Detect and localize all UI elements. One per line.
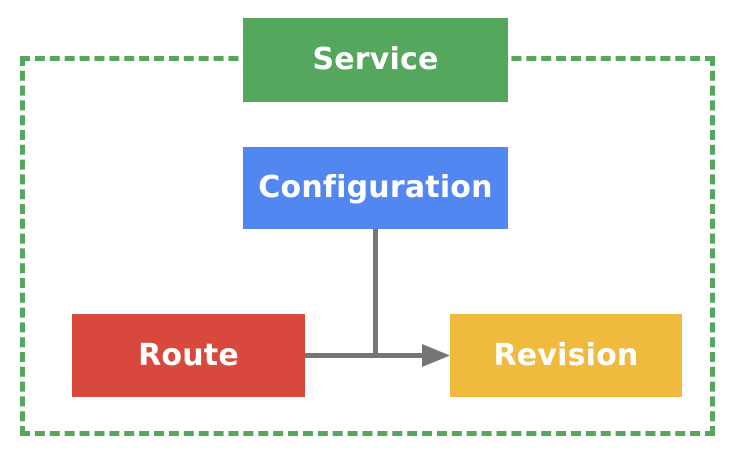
node-service[interactable]: Service (243, 18, 508, 102)
node-revision[interactable]: Revision (450, 314, 682, 397)
node-configuration-label: Configuration (258, 170, 493, 205)
node-service-label: Service (312, 42, 439, 77)
node-route[interactable]: Route (72, 314, 305, 397)
node-revision-label: Revision (493, 337, 639, 373)
node-configuration[interactable]: Configuration (243, 147, 508, 229)
arrowhead-icon (422, 344, 450, 367)
node-route-label: Route (138, 337, 239, 373)
